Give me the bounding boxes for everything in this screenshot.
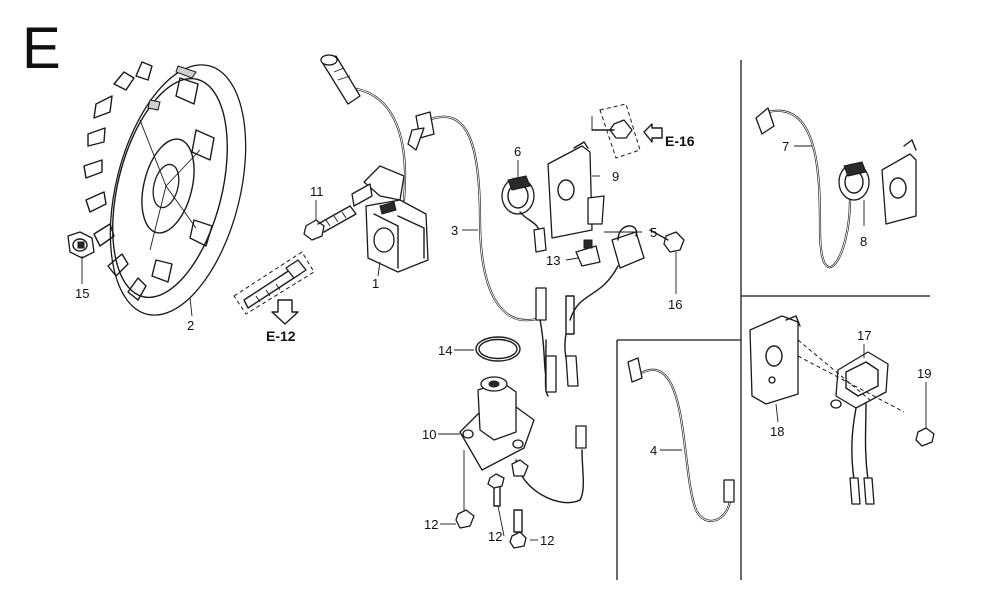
connector-5 <box>565 225 645 335</box>
solenoid-10 <box>459 376 587 504</box>
label-part-15: 15 <box>75 286 89 301</box>
label-part-19: 19 <box>917 366 931 381</box>
label-part-10: 10 <box>422 427 436 442</box>
label-part-2: 2 <box>187 318 194 333</box>
ignition-coil <box>351 165 429 273</box>
wire-7 <box>755 107 852 269</box>
label-part-1: 1 <box>372 276 379 291</box>
label-part-12-middle: 12 <box>488 529 502 544</box>
label-part-9: 9 <box>612 169 619 184</box>
bolt-12-left <box>455 450 475 529</box>
stud-assembly <box>233 251 315 315</box>
label-part-12-right: 12 <box>540 533 554 548</box>
label-part-17: 17 <box>857 328 871 343</box>
bolt-11 <box>303 205 357 241</box>
label-part-3: 3 <box>451 223 458 238</box>
stop-switch-6 <box>501 175 547 253</box>
bracket-18 <box>749 315 801 405</box>
ref-e16-group <box>591 103 663 159</box>
label-part-8: 8 <box>860 234 867 249</box>
bolt-19 <box>915 427 935 447</box>
connector-wires <box>544 333 579 397</box>
label-part-11: 11 <box>310 184 324 199</box>
switch-plate-9 <box>547 141 605 239</box>
label-part-7: 7 <box>782 139 789 154</box>
label-part-18: 18 <box>770 424 784 439</box>
bolt-12-middle <box>487 473 505 507</box>
unit-17 <box>797 339 905 505</box>
stop-switch-alt <box>838 161 870 201</box>
ref-e12-label: E-12 <box>266 328 296 344</box>
label-part-13: 13 <box>546 253 560 268</box>
label-part-6: 6 <box>514 144 521 159</box>
clip-13 <box>575 239 601 267</box>
bolt-12-right <box>509 459 529 549</box>
ref-e12-arrow <box>271 299 299 325</box>
ground-wire-3 <box>407 111 555 391</box>
screw-16 <box>649 229 685 253</box>
leader-lines <box>81 116 927 541</box>
label-part-5: 5 <box>650 225 657 240</box>
o-ring-14 <box>475 336 521 362</box>
spark-plug-lead <box>320 54 407 202</box>
panel-dividers <box>616 60 930 580</box>
label-part-16: 16 <box>668 297 682 312</box>
label-part-4: 4 <box>650 443 657 458</box>
label-part-12-left: 12 <box>424 517 438 532</box>
plate-8 <box>881 139 917 225</box>
flywheel-nut <box>67 231 95 259</box>
section-letter: E <box>22 16 61 81</box>
flywheel <box>83 61 247 316</box>
label-part-14: 14 <box>438 343 452 358</box>
wire-4 <box>627 357 735 522</box>
ref-e16-label: E-16 <box>665 133 695 149</box>
